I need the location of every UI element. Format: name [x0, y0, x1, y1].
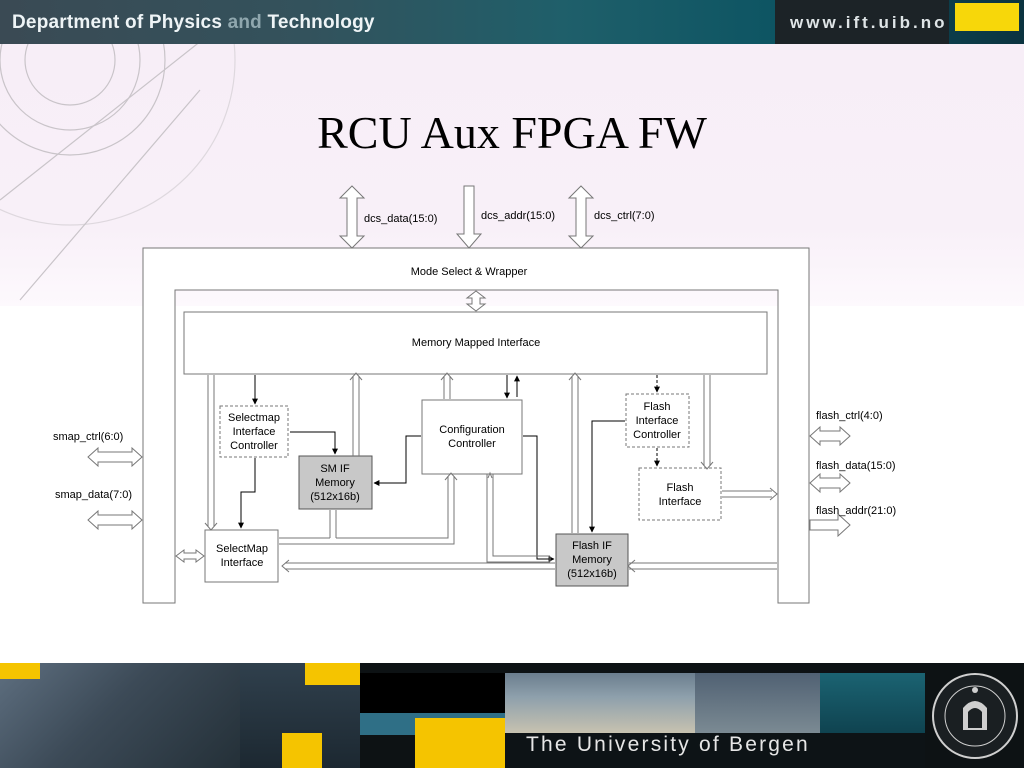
smap-data-arrow: [87, 509, 143, 531]
sm-if-memory-line2: Memory: [315, 477, 355, 489]
flash-interface-line1: Flash: [667, 482, 694, 494]
footer-photo-building: [505, 673, 695, 733]
website-url[interactable]: www.ift.uib.no: [790, 13, 948, 32]
sm-if-memory-line1: SM IF: [320, 463, 350, 475]
slide-title: RCU Aux FPGA FW: [317, 107, 707, 158]
flash-if-memory-block: [555, 533, 629, 587]
signal-dcs-data: dcs_data(15:0): [364, 213, 437, 225]
selectmap-controller-line1: Selectmap: [228, 412, 280, 424]
smap-ctrl-arrow: [87, 446, 143, 468]
footer-text-band: [505, 733, 925, 768]
flash-controller-line3: Controller: [633, 429, 681, 441]
footer-yellow-block-2: [305, 663, 360, 685]
sm-if-memory-block: [298, 455, 373, 510]
signal-flash-addr: flash_addr(21:0): [816, 505, 896, 517]
dcs-ctrl-arrow: [567, 185, 595, 249]
dcs-addr-arrow: [455, 185, 483, 249]
department-name-end: Technology: [267, 12, 375, 33]
flash-interface-block: [638, 467, 722, 521]
memory-mapped-interface-label: Memory Mapped Interface: [412, 337, 540, 349]
flash-interface-line2: Interface: [659, 496, 702, 508]
selectmap-interface-block: [204, 529, 279, 583]
university-name: The University of Bergen: [526, 733, 810, 756]
signal-flash-data: flash_data(15:0): [816, 460, 896, 472]
footer-photo-interior: [820, 673, 925, 733]
selectmap-controller-block: [219, 405, 289, 458]
bus-lines: [204, 372, 778, 573]
sm-if-memory-line3: (512x16b): [310, 491, 360, 503]
flash-controller-line2: Interface: [636, 415, 679, 427]
footer-photo-hall: [695, 673, 820, 733]
university-seal-icon: [932, 673, 1018, 759]
flash-data-arrow: [809, 472, 851, 494]
footer-photo-eye: [0, 663, 240, 768]
footer-yellow-block-4: [282, 733, 322, 768]
url-box: [775, 0, 949, 44]
footer-yellow-block-3: [415, 718, 505, 768]
wrapper-to-mmi-arrow: [465, 290, 487, 312]
selectmap-controller-line3: Controller: [230, 440, 278, 452]
selectmap-controller-line2: Interface: [233, 426, 276, 438]
connector-lines: [238, 375, 660, 562]
footer-band: The University of Bergen: [0, 663, 1024, 768]
configuration-controller-block: [421, 399, 523, 475]
footer-dark-block: [360, 673, 505, 713]
signal-dcs-addr: dcs_addr(15:0): [481, 210, 555, 222]
configuration-controller-line1: Configuration: [439, 424, 504, 436]
footer-yellow-block-1: [0, 663, 40, 679]
department-name-main: Department of Physics: [12, 12, 228, 33]
wrapper-label: Mode Select & Wrapper: [411, 266, 528, 278]
selectmap-interface-line1: SelectMap: [216, 543, 268, 555]
flash-controller-block: [625, 393, 690, 448]
memory-mapped-interface-block: [183, 311, 768, 375]
configuration-controller-line2: Controller: [448, 438, 496, 450]
signal-flash-ctrl: flash_ctrl(4:0): [816, 410, 883, 422]
department-name: Department of Physics and Technology: [12, 12, 375, 34]
signal-smap-data: smap_data(7:0): [55, 489, 132, 501]
flash-if-memory-line3: (512x16b): [567, 568, 617, 580]
selectmap-interface-line2: Interface: [221, 557, 264, 569]
signal-dcs-ctrl: dcs_ctrl(7:0): [594, 210, 655, 222]
selectmap-side-arrow: [175, 549, 205, 563]
flash-addr-arrow: [809, 512, 851, 538]
department-name-and: and: [227, 12, 268, 33]
header-bar: Department of Physics and Technology www…: [0, 0, 1024, 44]
signal-smap-ctrl: smap_ctrl(6:0): [53, 431, 123, 443]
wrapper-frame: [142, 247, 810, 604]
flash-if-memory-line2: Memory: [572, 554, 612, 566]
flash-controller-line1: Flash: [644, 401, 671, 413]
flash-ctrl-arrow: [809, 425, 851, 447]
dcs-data-arrow: [338, 185, 366, 249]
accent-block: [955, 3, 1019, 31]
flash-if-memory-line1: Flash IF: [572, 540, 612, 552]
